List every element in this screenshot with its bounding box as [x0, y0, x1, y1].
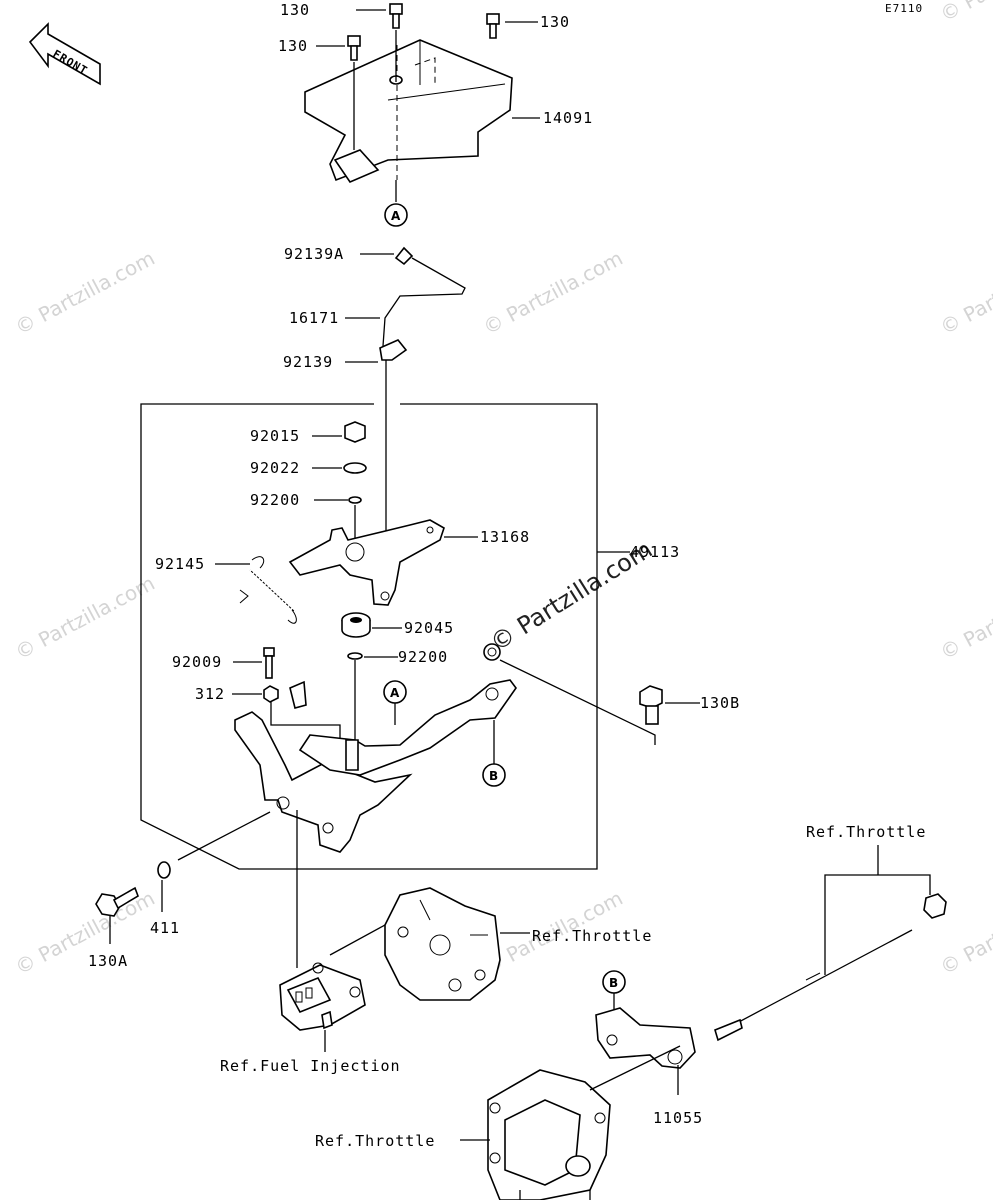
assembly-frame	[140, 403, 598, 870]
part-130A: 130A	[88, 952, 128, 970]
part-16171: 16171	[289, 309, 339, 327]
front-arrow-icon: FRONT	[28, 22, 101, 86]
watermark-4: © Partzilla.com	[11, 886, 159, 980]
washer-92022-icon	[343, 462, 367, 474]
part-92200-lower: 92200	[398, 648, 448, 666]
cable-nut-icon	[923, 893, 947, 919]
watermark-7: © Partzilla.com	[936, 571, 993, 665]
part-92045: 92045	[404, 619, 454, 637]
collar-icon	[483, 643, 501, 661]
part-92139: 92139	[283, 353, 333, 371]
ecu-cover	[304, 39, 513, 183]
marker-a-top-label: A	[391, 209, 401, 223]
lever-13168	[288, 519, 445, 606]
watermark-9: © Partzilla.com	[936, 0, 993, 26]
part-92015: 92015	[250, 427, 300, 445]
watermark-6: © Partzilla.com	[936, 246, 993, 340]
part-92009: 92009	[172, 653, 222, 671]
diagram-code: E7110	[885, 2, 923, 15]
ref-throttle-top: Ref.Throttle	[806, 823, 926, 841]
marker-b-mid-label: B	[489, 769, 498, 783]
part-130B: 130B	[700, 694, 740, 712]
screw-92009-icon	[263, 647, 275, 679]
marker-b-bottom-label: B	[609, 976, 618, 990]
ref-fuel-injection: Ref.Fuel Injection	[220, 1057, 401, 1075]
part-92139A: 92139A	[284, 245, 344, 263]
fuel-injection-sensor	[279, 962, 366, 1031]
ref-throttle-mid: Ref.Throttle	[532, 927, 652, 945]
part-14091: 14091	[543, 109, 593, 127]
part-49113: 49113	[630, 543, 680, 561]
bushing-92045-icon	[341, 612, 371, 638]
marker-a-mid-label: A	[390, 686, 400, 700]
watermark-1: © Partzilla.com	[11, 246, 159, 340]
part-130-top: 130	[280, 1, 310, 19]
nut-312-icon	[263, 685, 279, 703]
bolt-130B-icon	[639, 685, 663, 725]
washer-92200-lower-icon	[347, 652, 363, 660]
spring-92145-icon	[246, 556, 299, 624]
marker-a-top	[384, 203, 408, 227]
part-92200-upper: 92200	[250, 491, 300, 509]
nut-92015-icon	[344, 421, 366, 443]
part-130-left: 130	[278, 37, 308, 55]
part-92145: 92145	[155, 555, 205, 573]
part-92022: 92022	[250, 459, 300, 477]
bracket-11055	[595, 1007, 696, 1069]
part-130-right: 130	[540, 13, 570, 31]
part-411: 411	[150, 919, 180, 937]
part-13168: 13168	[480, 528, 530, 546]
bolt-130-right-icon	[486, 13, 500, 39]
bolt-130A-icon	[95, 886, 139, 917]
throttle-body-bottom	[487, 1069, 611, 1200]
watermark-2: © Partzilla.com	[479, 246, 627, 340]
ref-throttle-bottom: Ref.Throttle	[315, 1132, 435, 1150]
washer-92200-icon	[348, 496, 362, 504]
washer-411-icon	[157, 861, 171, 879]
part-312: 312	[195, 685, 225, 703]
bolt-130-left-icon	[347, 35, 361, 61]
bolt-130-icon	[389, 3, 403, 29]
throttle-body-mid	[384, 887, 501, 1001]
bracket-49113	[234, 711, 413, 853]
part-11055: 11055	[653, 1109, 703, 1127]
watermark-3: © Partzilla.com	[11, 571, 159, 665]
